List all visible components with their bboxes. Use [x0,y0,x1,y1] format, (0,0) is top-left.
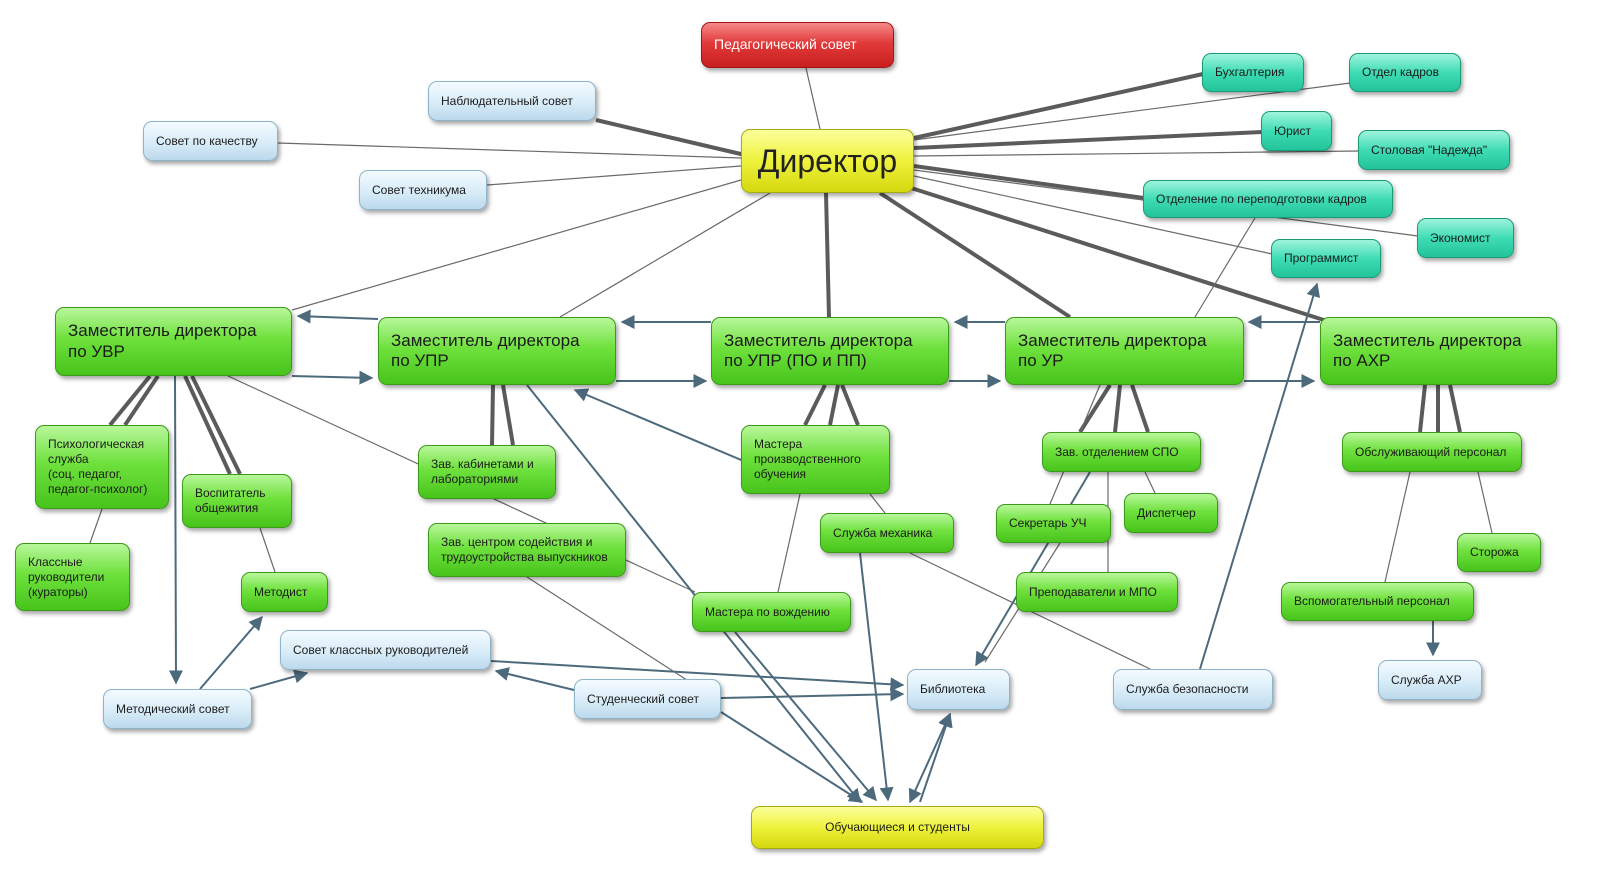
node-zam-upr-po[interactable]: Заместитель директора по УПР (ПО и ПП) [711,317,949,385]
node-mastera-vozhdeniyu[interactable]: Мастера по вождению [692,592,851,632]
node-otdel-kadrov[interactable]: Отдел кадров [1349,53,1461,92]
edge-uprpo-mastera-3 [840,384,860,426]
edge-upr-zav-kab [490,384,495,446]
edge-director-zam-upr-po [824,192,831,318]
arrow-upr-uvr [296,309,379,324]
edge-uvr-vospit-2 [190,375,242,475]
edge-vospit-metodist [259,527,276,573]
node-ekonomist[interactable]: Экономист [1417,218,1514,258]
edge-uprpo-mastera-2 [828,384,840,426]
node-sovet-tehnikuma[interactable]: Совет техникума [359,170,487,210]
edge-obsl-vspom [1384,471,1411,583]
edge-director-zam-ur [878,191,1072,319]
edge-kachestvo-director [277,142,742,159]
node-sovet-kachestvo[interactable]: Совет по качеству [143,121,278,161]
node-sovet-klass-ruk[interactable]: Совет классных руководителей [280,630,491,670]
node-sluzhba-ahr[interactable]: Служба АХР [1378,660,1482,700]
node-zav-kabinetami[interactable]: Зав. кабинетами и лабораториями [418,445,556,499]
arrow-bibl-obuch-2 [919,712,953,803]
node-obuchayuschiesya[interactable]: Обучающиеся и студенты [751,806,1044,849]
arrow-stud-bibl [720,687,905,702]
node-zam-ur[interactable]: Заместитель директора по УР [1005,317,1244,385]
arrow-ur-biblioteka [975,471,1091,667]
edge-director-stolovaya [913,150,1360,157]
arrow-voz-obuch [734,631,877,802]
arrow-stud-sovet-klass [494,667,575,691]
edge-perepodg-zam-ur [1194,217,1256,318]
node-sluzhba-bezopasnosti[interactable]: Служба безопасности [1113,669,1273,710]
edge-ahr-obsl [1418,384,1427,433]
edge-mastera-vozh [777,493,801,593]
edge-ahr-obsl-3 [1448,384,1462,433]
arrow-meh-obuch [859,552,894,802]
node-klass-ruk[interactable]: Классные руководители (кураторы) [15,543,130,611]
arrow-bibl-obuch [908,712,952,804]
edge-mastera-meh [869,493,886,514]
node-zam-upr[interactable]: Заместитель директора по УПР [378,317,616,385]
edge-ur-spo-2 [1113,384,1122,433]
node-director[interactable]: Директор [741,129,914,193]
edge-uprpo-mastera [803,384,827,426]
node-mastera-po[interactable]: Мастера производственного обучения [741,425,890,494]
arrow-sovet-klass-bibl [490,660,905,692]
edge-director-kadry [913,82,1351,141]
edge-uvr-vospit [183,375,232,475]
node-dispetcher[interactable]: Диспетчер [1124,493,1218,533]
node-sluzhba-mehanika[interactable]: Служба механика [820,513,954,553]
node-perepodgotovka[interactable]: Отделение по переподготовки кадров [1143,180,1393,218]
node-sekretar[interactable]: Секретарь УЧ [996,504,1111,543]
arrow-bezopas-programmist [1199,282,1321,670]
edge-obsl-storozha [1477,471,1493,534]
edge-zav-centr-stud [526,576,691,683]
node-vospitatel[interactable]: Воспитатель общежития [182,474,292,528]
node-ped-sovet[interactable]: Педагогический совет [701,22,894,68]
node-metod-sovet[interactable]: Методический совет [103,689,252,729]
edge-director-buh [913,72,1204,140]
edge-nablyud-director [595,118,746,157]
arrow-metod-sovet-metodist [199,615,263,690]
edge-uvr-psih [123,374,160,427]
edge-pedsovet-director [805,67,821,130]
node-storozha[interactable]: Сторожа [1457,533,1541,572]
edge-ur-spo-3 [1130,384,1150,433]
edge-ur-spo [1078,383,1112,434]
node-zav-centrom[interactable]: Зав. центром содействия и трудоустройств… [428,523,626,577]
node-zam-uvr[interactable]: Заместитель директора по УВР [55,307,292,376]
node-stolovaya[interactable]: Столовая "Надежда" [1358,130,1510,170]
edge-upr-zav-kab-2 [501,384,515,446]
arrow-uvr-upr [291,370,374,385]
node-prepodavateli[interactable]: Преподаватели и МПО [1016,572,1178,612]
node-zam-ahr[interactable]: Заместитель директора по АХР [1320,317,1557,385]
arrow-stud-obuch [720,711,864,803]
node-psih-sluzhba[interactable]: Психологическая служба (соц. педагог, пе… [35,425,169,509]
node-metodist[interactable]: Методист [241,572,328,612]
node-biblioteka[interactable]: Библиотека [907,669,1010,710]
node-yurist[interactable]: Юрист [1261,111,1332,151]
node-buhgalteriya[interactable]: Бухгалтерия [1202,53,1304,92]
edge-director-yurist [913,130,1263,150]
arrow-metod-sovet-sovet-klass [249,669,309,690]
node-vspom-personal[interactable]: Вспомогательный персонал [1281,582,1474,621]
edge-sovet-teh-director [486,165,742,186]
edge-ur-dispetcher [1144,471,1156,494]
arrow-mastera-upr [573,388,766,471]
arrow-uvr-metod-sovet [168,375,183,685]
edge-director-zam-ahr [904,184,1331,324]
edge-psih-klass [89,508,103,544]
edge-director-perepodg [913,164,1145,200]
edge-uvr-psih-2 [108,374,152,427]
edge-director-programmist [913,175,1273,255]
edge-director-zam-uvr [291,179,742,311]
node-programmist[interactable]: Программист [1271,239,1381,278]
arrow-upr-obuch [526,384,861,804]
edge-director-zam-upr [559,192,771,318]
node-zav-spo[interactable]: Зав. отделением СПО [1042,432,1201,472]
node-obsluzh-personal[interactable]: Обслуживающий персонал [1342,432,1522,472]
node-nablyud-sovet[interactable]: Наблюдательный совет [428,81,596,121]
node-stud-sovet[interactable]: Студенческий совет [574,679,721,719]
